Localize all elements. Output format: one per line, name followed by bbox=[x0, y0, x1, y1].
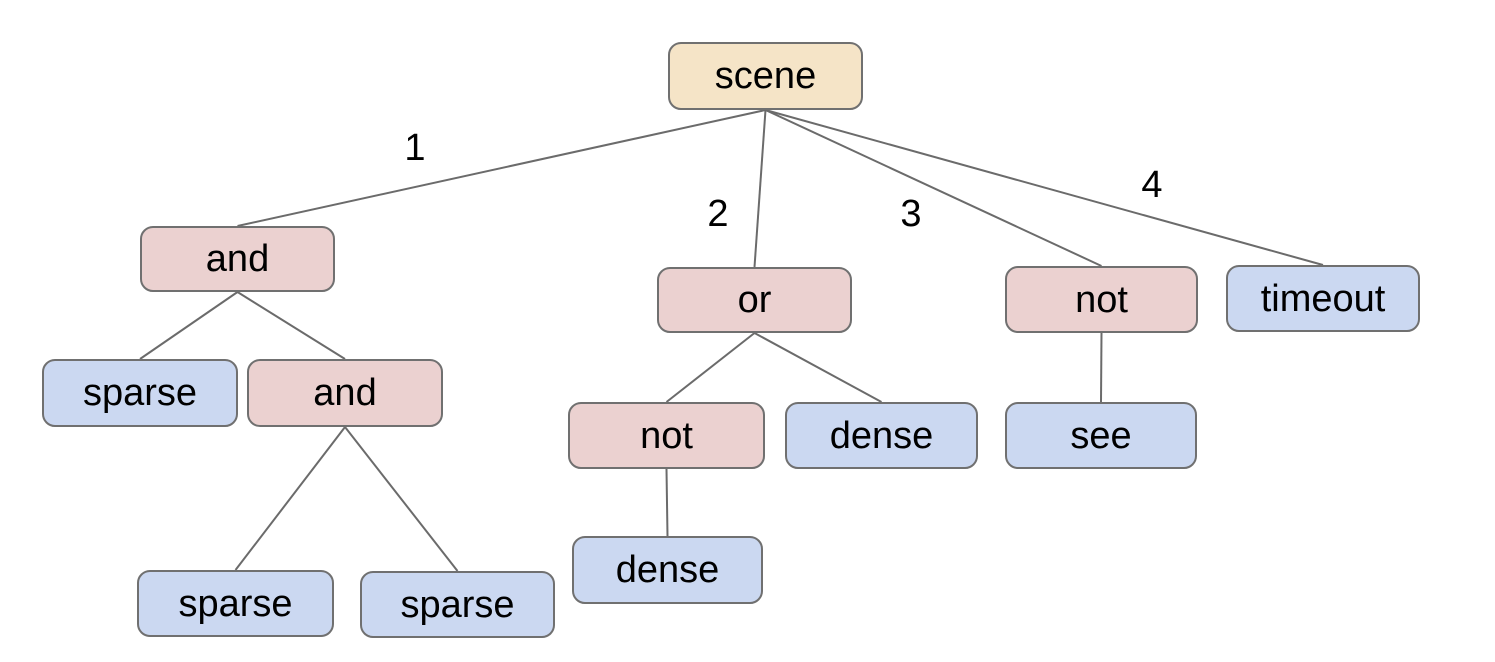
tree-node-and2: and bbox=[247, 359, 443, 427]
node-label: and bbox=[313, 372, 377, 414]
edge-or1-dense1 bbox=[754, 332, 882, 403]
edge-scene-or1 bbox=[753, 109, 767, 268]
edge-and1-sparse1 bbox=[139, 291, 239, 360]
edge-label-1: 1 bbox=[404, 127, 426, 169]
tree-node-or1: or bbox=[657, 267, 852, 333]
node-label: or bbox=[737, 279, 772, 321]
node-label: sparse bbox=[82, 372, 198, 414]
edge-or1-not2 bbox=[665, 332, 756, 403]
edge-and1-and2 bbox=[236, 291, 346, 360]
node-label: dense bbox=[615, 549, 720, 591]
edge-not1-see1 bbox=[1100, 332, 1103, 403]
node-label: scene bbox=[714, 55, 817, 97]
node-label: and bbox=[205, 238, 270, 280]
tree-node-dense1: dense bbox=[785, 402, 978, 469]
node-label: sparse bbox=[400, 583, 515, 626]
edge-scene-not1 bbox=[765, 109, 1102, 267]
node-label: see bbox=[1070, 414, 1132, 457]
tree-node-scene: scene bbox=[668, 42, 863, 110]
node-label: not bbox=[640, 414, 693, 457]
tree-node-see1: see bbox=[1005, 402, 1197, 469]
tree-node-timeout1: timeout bbox=[1226, 265, 1420, 332]
tree-node-not2: not bbox=[568, 402, 765, 469]
node-label: not bbox=[1075, 278, 1128, 321]
edge-and2-sparse2 bbox=[234, 426, 346, 571]
tree-node-sparse3: sparse bbox=[360, 571, 555, 638]
tree-node-sparse2: sparse bbox=[137, 570, 334, 637]
tree-node-and1: and bbox=[140, 226, 335, 292]
tree-node-dense2: dense bbox=[572, 536, 763, 604]
node-label: timeout bbox=[1260, 277, 1386, 320]
edge-scene-timeout1 bbox=[765, 109, 1324, 266]
node-label: sparse bbox=[178, 582, 293, 625]
node-label: dense bbox=[829, 414, 934, 457]
edge-label-3: 3 bbox=[900, 193, 922, 235]
tree-node-not1: not bbox=[1005, 266, 1198, 333]
edge-scene-and1 bbox=[237, 109, 766, 227]
edge-and2-sparse3 bbox=[344, 426, 459, 572]
edge-label-2: 2 bbox=[707, 193, 729, 235]
tree-node-sparse1: sparse bbox=[42, 359, 238, 427]
edge-not2-dense2 bbox=[665, 468, 669, 537]
edge-label-4: 4 bbox=[1141, 164, 1163, 206]
